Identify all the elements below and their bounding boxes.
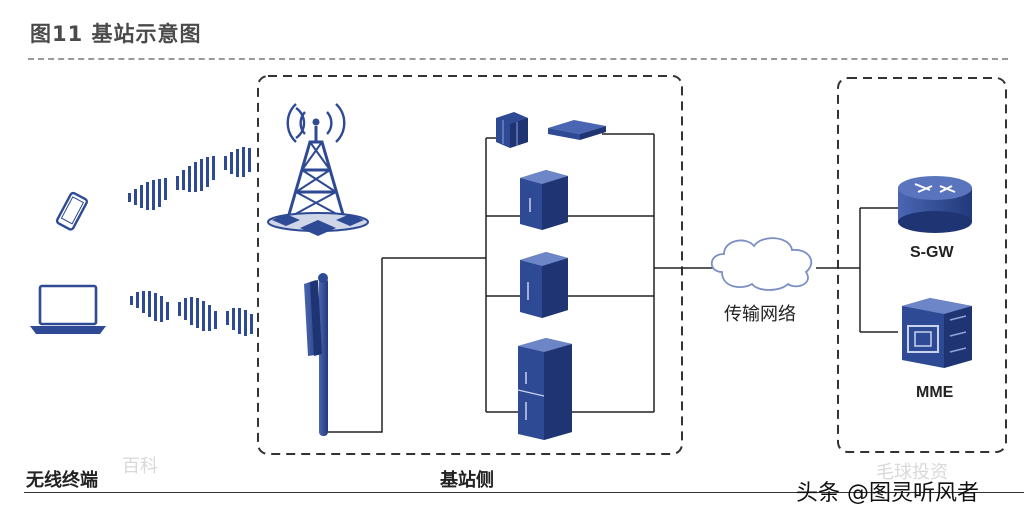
connector-lines xyxy=(328,133,898,433)
router-icon xyxy=(898,176,972,233)
transport-network-label: 传输网络 xyxy=(724,304,796,325)
laptop-icon xyxy=(30,284,106,334)
title-divider xyxy=(28,58,1008,60)
cloud-icon xyxy=(710,237,813,291)
bottom-divider xyxy=(24,492,1024,493)
cabinet-icon xyxy=(520,170,568,230)
base-station-side-label: 基站侧 xyxy=(440,470,494,491)
terminals-label: 无线终端 xyxy=(26,470,98,491)
radio-tower-icon xyxy=(267,103,369,236)
server-icon xyxy=(902,298,972,368)
source-footer: 头条 @图灵听风者 xyxy=(796,481,979,506)
phone-icon xyxy=(55,191,89,231)
baidu-watermark: 百科 xyxy=(122,456,158,477)
base-station-box xyxy=(257,75,683,455)
cabinet-icon xyxy=(517,338,572,440)
signal-wave-icon xyxy=(130,291,253,336)
wechat-watermark: 毛球投资 xyxy=(876,462,948,483)
antenna-pole-icon xyxy=(304,273,328,436)
rack-unit-icon xyxy=(548,120,606,140)
rack-unit-icon xyxy=(496,112,528,148)
figure-title: 图11 基站示意图 xyxy=(30,22,202,46)
cabinet-icon xyxy=(520,252,568,318)
core-network-box xyxy=(837,77,1007,453)
sgw-label: S-GW xyxy=(910,244,954,261)
signal-wave-icon xyxy=(128,147,251,210)
mme-label: MME xyxy=(916,384,954,401)
